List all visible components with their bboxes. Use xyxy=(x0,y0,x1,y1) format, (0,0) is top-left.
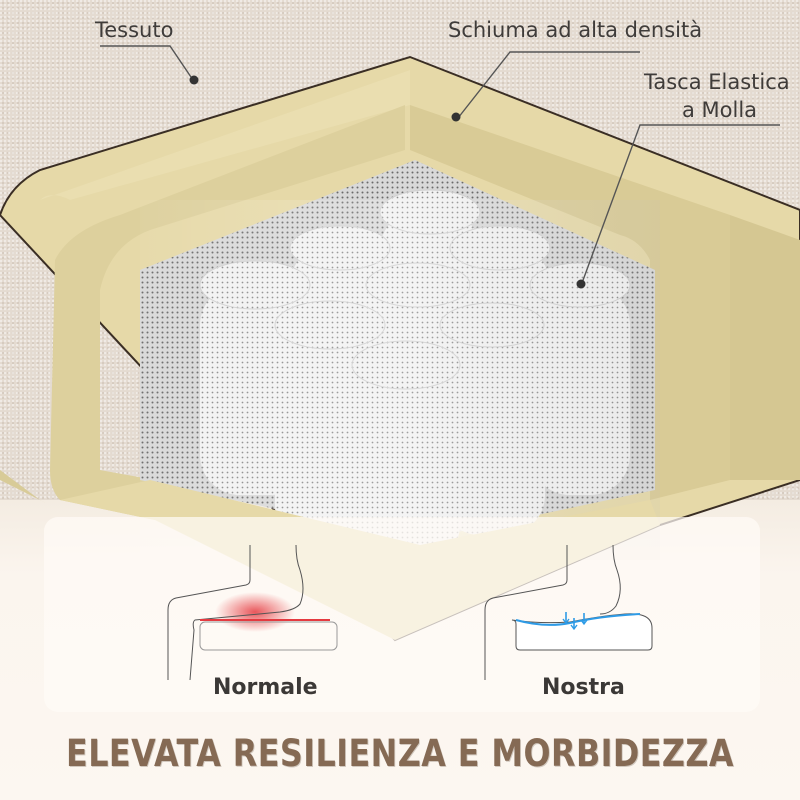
spring-label-line2: a Molla xyxy=(682,98,758,122)
fabric-label: Tessuto xyxy=(95,18,174,42)
callout-lines xyxy=(100,45,780,284)
fabric-callout-dot xyxy=(189,75,199,85)
support-arrows-icon xyxy=(565,612,585,628)
spring-callout-dot xyxy=(576,279,586,289)
normal-mattress-diagram xyxy=(167,544,338,681)
our-mattress-diagram xyxy=(484,544,653,680)
spring-label-line1: Tasca Elastica xyxy=(644,70,790,94)
ours-caption: Nostra xyxy=(542,675,625,700)
headline: ELEVATA RESILIENZA E MORBIDEZZA xyxy=(66,732,734,775)
normal-caption: Normale xyxy=(213,675,318,700)
foam-label: Schiuma ad alta densità xyxy=(448,18,703,42)
foam-callout-dot xyxy=(451,112,461,122)
